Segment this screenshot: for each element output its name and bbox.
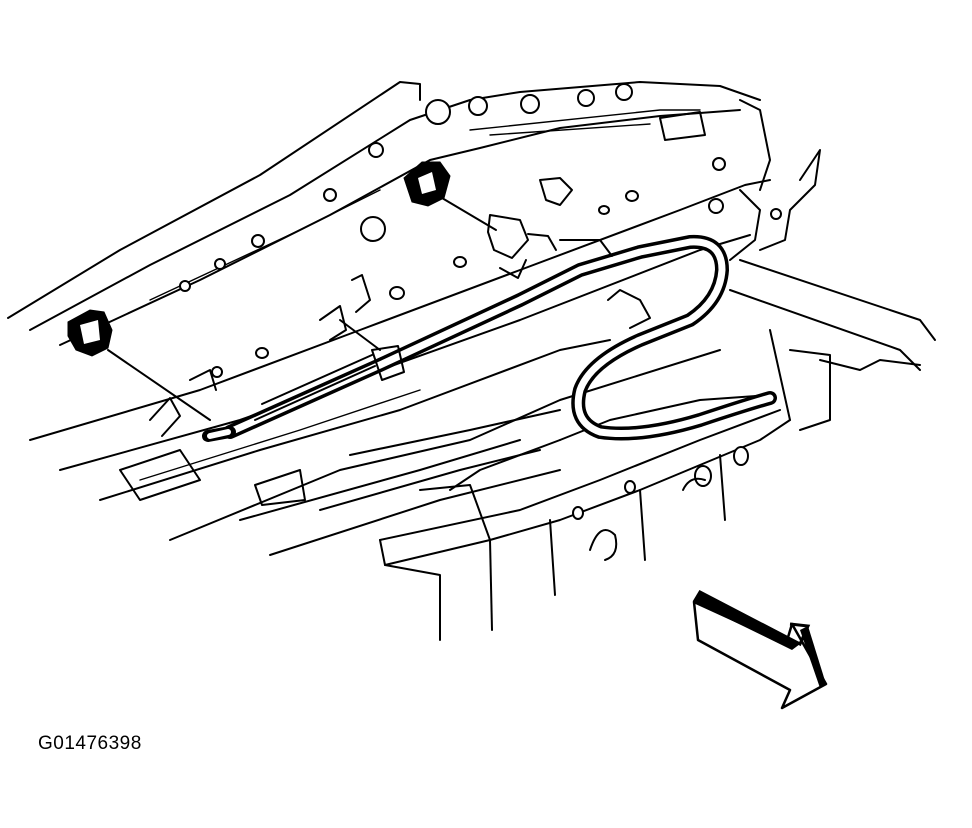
- figure-id-label: G01476398: [38, 733, 142, 754]
- mounting-holes: [179, 83, 782, 378]
- hose-clip: [487, 177, 573, 279]
- leader-lines: [107, 197, 497, 421]
- floor-pan: [29, 179, 771, 556]
- hose-assembly: [202, 234, 777, 442]
- forward-arrow-icon: [692, 590, 828, 710]
- fittings: [149, 239, 651, 437]
- crossmember: [379, 149, 936, 641]
- mounting-bracket-upper: [403, 161, 451, 207]
- mounting-bracket-left: [67, 309, 113, 357]
- upper-body-rail: [7, 81, 771, 346]
